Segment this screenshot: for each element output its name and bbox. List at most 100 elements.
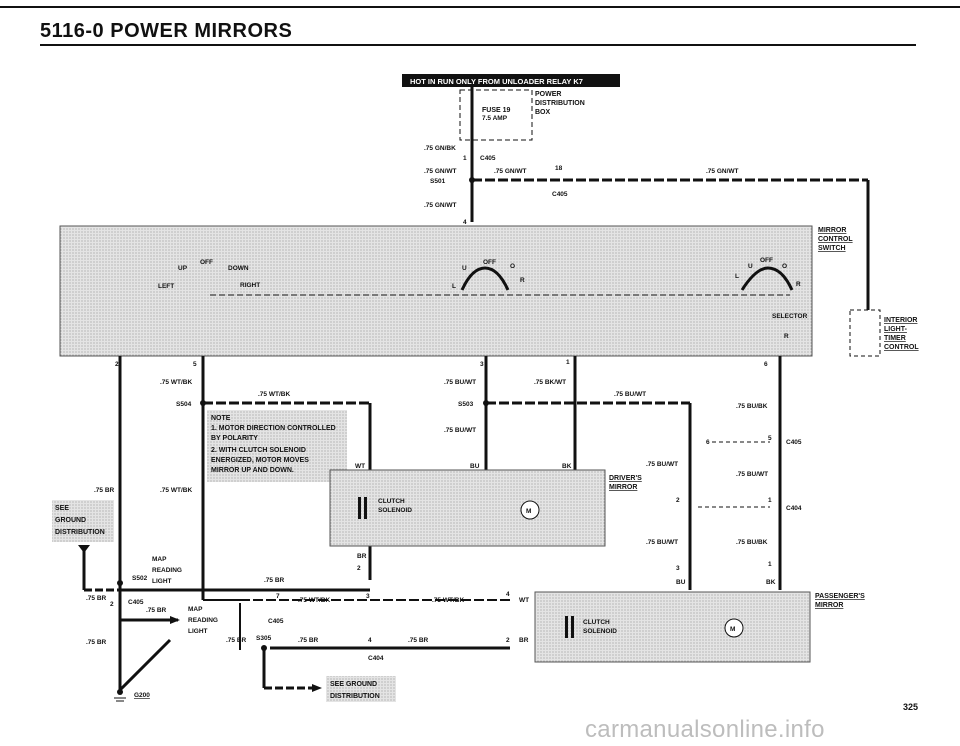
wire-label-wt-bk-2: .75 WT/BK [258,391,290,398]
wire-label-br-6: .75 BR [86,639,107,646]
clutch-label-3: CLUTCH [583,619,610,626]
interior-label-3: TIMER [884,335,906,342]
pin-label: 2 [110,601,114,608]
wire-label-bu-wt: .75 BU/WT [444,379,476,386]
header-rule-bottom [40,44,916,46]
connector-c404-right: C404 [786,505,802,512]
pin-label: 3 [480,361,484,368]
power-box-label-2: DISTRIBUTION [535,100,585,107]
wire-label-wt: WT [355,463,365,470]
ground-diagonal [118,638,172,692]
see-ground-box [52,500,114,542]
wire-label-br: .75 BR [94,487,115,494]
pin-label: 1 [768,561,772,568]
interior-light-box [849,309,881,357]
ground-dot [117,689,123,695]
page-number: 325 [903,702,919,712]
wire-label-bu-wt-4: .75 BU/WT [646,461,678,468]
drivers-mirror [329,469,606,547]
wire-label-wt-bk-3: .75 WT/BK [160,487,192,494]
switch-up: UP [178,265,188,272]
wire-label-br-4: .75 BR [86,595,107,602]
wire-label-br-9: .75 BR [408,637,429,644]
switch-l: L [452,283,456,290]
see-ground2-1: SEE GROUND [330,681,377,688]
wire-label-bu-wt-5: .75 BU/WT [736,471,768,478]
switch-right: RIGHT [240,282,260,289]
wire-label-wt-bk-4: .75 WT/BK [298,597,330,604]
wire-label-bk: BK [562,463,572,470]
pin-label: 4 [463,219,467,226]
passengers-mirror [534,591,811,663]
switch-down: DOWN [228,265,249,272]
clutch-coil [565,616,568,638]
clutch-coil [571,616,574,638]
splice-s305: S305 [256,635,272,642]
see-ground-2: GROUND [55,517,86,524]
ground-arrow [78,545,90,553]
map-light-5: READING [188,617,218,624]
map-light-1: MAP [152,556,167,563]
wire-label-bu-wt-2: .75 BU/WT [614,391,646,398]
note-line-4: 2. WITH CLUTCH SOLENOID [211,447,306,454]
connector-c405-left: C405 [128,599,144,606]
wire-label-wt-bk-5: .75 WT/BK [432,597,464,604]
see-ground-3: DISTRIBUTION [55,529,105,536]
motor-icon [724,618,744,638]
switch-r-3: R [784,333,789,340]
wire-label-bu-wt-3: .75 BU/WT [444,427,476,434]
passengers-mirror-label-1: PASSENGER'S [815,593,865,600]
connector-c405: C405 [552,191,568,198]
interior-label-1: INTERIOR [884,317,917,324]
wire-label-gn-wt: .75 GN/WT [424,168,457,175]
pin-label: 7 [276,593,280,600]
pin-label: 3 [676,565,680,572]
pin-label: 4 [506,591,510,598]
clutch-label-1: CLUTCH [378,498,405,505]
note-line-5: ENERGIZED, MOTOR MOVES [211,457,309,464]
pin-label: 1 [463,155,467,162]
switch-o: O [510,263,515,270]
splice-s504: S504 [176,401,192,408]
clutch-coil [358,497,361,519]
header-rule-top [0,6,960,8]
wire-label-br-2: BR [519,637,529,644]
map-light-arrow [170,616,180,624]
pin-label: 2 [676,497,680,504]
note-line-6: MIRROR UP AND DOWN. [211,467,294,474]
drivers-mirror-label-2: MIRROR [609,484,637,491]
wire-label-bu-2: BU [676,579,686,586]
pin-label: 2 [506,637,510,644]
connector-c405-right: C405 [786,439,802,446]
wire-label-gn-wt-2: .75 GN/WT [494,168,527,175]
wire-label-gn-wt-4: .75 GN/WT [424,202,457,209]
switch-off-3: OFF [760,257,773,264]
wire-label-bk-wt: .75 BK/WT [534,379,566,386]
interior-label-4: CONTROL [884,344,919,351]
clutch-label-2: SOLENOID [378,507,412,514]
switch-r-2: R [796,281,801,288]
connector-c404-bottom: C404 [368,655,384,662]
connector-c405-top: C405 [480,155,496,162]
wire-label-br-7: .75 BR [226,637,247,644]
wire-label-bk-2: BK [766,579,776,586]
motor-label: M [730,626,735,633]
switch-l-2: L [735,273,739,280]
page-title: 5116-0 POWER MIRRORS [40,20,293,42]
power-box-label-1: POWER [535,91,561,98]
wire-label-bu-wt-6: .75 BU/WT [646,539,678,546]
ground-g200: G200 [134,692,150,699]
see-ground-1: SEE [55,505,69,512]
pin-label: 3 [366,593,370,600]
pin-label: 5 [193,361,197,368]
map-light-2: READING [152,567,182,574]
wire-label-bu-bk-2: .75 BU/BK [736,539,768,546]
splice-dot [117,580,123,586]
wire-label-br-5: .75 BR [146,607,167,614]
clutch-coil [364,497,367,519]
wire-label-bu: BU [470,463,480,470]
pin-label: 2 [357,565,361,572]
map-light-3: LIGHT [152,578,172,585]
pin-label: 1 [566,359,570,366]
